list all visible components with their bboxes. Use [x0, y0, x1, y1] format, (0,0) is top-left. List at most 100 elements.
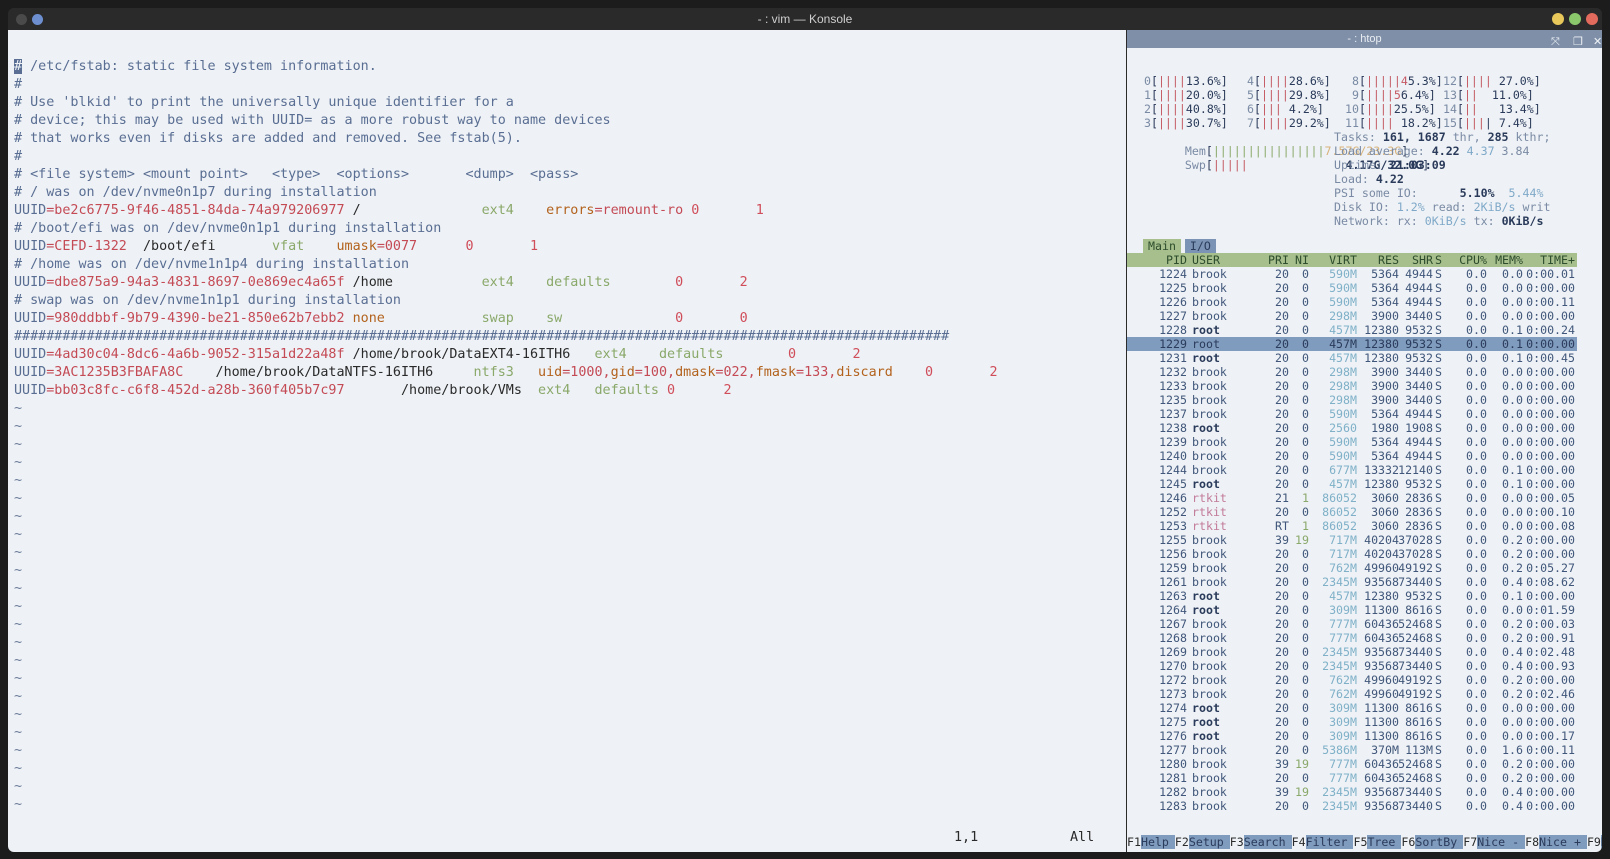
fkey-number[interactable]: F2: [1174, 835, 1189, 849]
cpu-meter: 8[|||||45.3%]: [1345, 74, 1443, 88]
fkey-number[interactable]: F9: [1586, 835, 1601, 849]
detach-icon[interactable]: ❐: [1573, 36, 1583, 48]
cell: 0: [1302, 645, 1309, 659]
vim-token: errors: [546, 203, 595, 218]
htop-pane[interactable]: - : htop ⤧ ❐ ✕ 0[||||13.6%] 1[||||20.0%]…: [1127, 30, 1602, 852]
vim-token: [514, 311, 546, 326]
fkey-number[interactable]: F8: [1525, 835, 1540, 849]
vim-token: # swap was on /dev/nvme1n1p1 during inst…: [14, 293, 401, 308]
cell: 1274: [1159, 701, 1187, 715]
maximize-button[interactable]: [1569, 13, 1581, 25]
fkey-label[interactable]: Search: [1243, 835, 1292, 849]
tab-io[interactable]: I/O: [1184, 239, 1216, 253]
cell: 2345M: [1322, 645, 1357, 659]
fkey-label[interactable]: Tree: [1367, 835, 1402, 849]
cell: S: [1435, 743, 1442, 757]
cpu-percent: 20.0%: [1185, 88, 1221, 102]
fkey-number[interactable]: F6: [1401, 835, 1416, 849]
cpu-percent: 28.6%: [1288, 74, 1324, 88]
vim-buffer[interactable]: # /etc/fstab: static file system informa…: [14, 58, 998, 814]
vim-pane[interactable]: # /etc/fstab: static file system informa…: [8, 30, 1126, 852]
vim-token: ########################################…: [14, 329, 950, 344]
close-button[interactable]: [1586, 13, 1598, 25]
cell: 12380: [1364, 337, 1399, 351]
close-pane-icon[interactable]: ✕: [1593, 36, 1602, 48]
tab-main[interactable]: Main: [1143, 239, 1181, 253]
cell: 0.0: [1466, 729, 1487, 743]
cell: 0: [1302, 771, 1309, 785]
cell: S: [1435, 659, 1442, 673]
cell: 0: [1302, 687, 1309, 701]
fkey-label[interactable]: Filter: [1305, 835, 1354, 849]
fkey-number[interactable]: F5: [1353, 835, 1368, 849]
cell: 0:00.00: [1526, 547, 1575, 561]
fkey-number[interactable]: F7: [1463, 835, 1478, 849]
fkey-label[interactable]: Help: [1140, 835, 1175, 849]
fkey-number[interactable]: F4: [1291, 835, 1306, 849]
cpu-meter: 6[||| 4.2%]: [1240, 102, 1324, 116]
vim-empty-line: ~: [14, 545, 23, 560]
cell: 20: [1275, 463, 1289, 477]
cpu-bar: ||||: [1260, 116, 1289, 130]
cell: 0.0: [1466, 295, 1487, 309]
pin-icon[interactable]: [32, 14, 43, 25]
cell: 457M: [1329, 477, 1357, 491]
tasks-label: Tasks:: [1334, 130, 1376, 144]
fkey-label[interactable]: SortBy: [1415, 835, 1464, 849]
fkey-number[interactable]: F3: [1229, 835, 1244, 849]
cell: 0:00.91: [1526, 631, 1575, 645]
fkey-label[interactable]: Setup: [1188, 835, 1230, 849]
cell: 0.0: [1466, 309, 1487, 323]
minimize-button[interactable]: [1552, 13, 1564, 25]
fkey-label[interactable]: K: [1600, 835, 1602, 849]
fkey-label[interactable]: Nice +: [1539, 835, 1587, 849]
cell: 1261: [1159, 575, 1187, 589]
fkey-label[interactable]: Nice -: [1477, 835, 1526, 849]
cell: 20: [1275, 309, 1289, 323]
cell: 0.1: [1502, 351, 1523, 365]
fkey-number[interactable]: F1: [1127, 835, 1141, 849]
vim-token: ext4: [594, 347, 627, 362]
split-icon[interactable]: ⤧: [1551, 36, 1560, 48]
